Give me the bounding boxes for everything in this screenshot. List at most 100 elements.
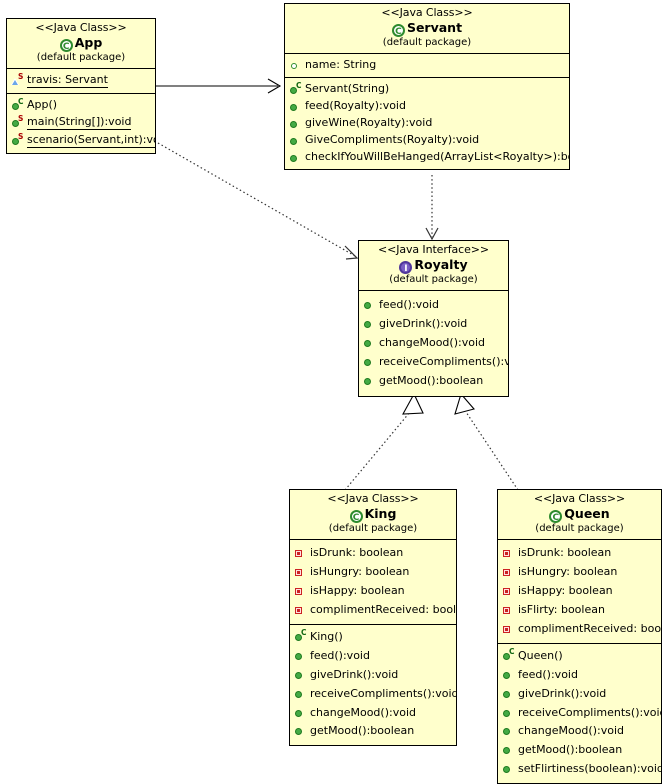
method-icon: C [11, 96, 24, 112]
method-label: changeMood():void [379, 335, 485, 349]
field-row[interactable]: isDrunk: boolean [498, 544, 661, 563]
method-row[interactable]: feed():void [359, 296, 508, 315]
field-private-icon [502, 604, 514, 616]
method-row[interactable]: checkIfYouWillBeHanged(ArrayList<Royalty… [285, 149, 569, 166]
field-private-icon [502, 623, 514, 635]
interface-name-text: Royalty [414, 256, 468, 272]
method-label: feed():void [379, 297, 439, 311]
field-row[interactable]: isDrunk: boolean [290, 544, 456, 563]
class-icon: C [59, 38, 73, 52]
method-row[interactable]: giveWine(Royalty):void [285, 115, 569, 132]
field-row[interactable]: complimentReceived: boolean [498, 620, 661, 639]
methods-section-royalty: feed():void giveDrink():void changeMood(… [359, 289, 508, 396]
field-row[interactable]: isHappy: boolean [498, 582, 661, 601]
fields-section-servant: name: String [285, 52, 569, 77]
static-superscript: S [18, 71, 24, 81]
edge-app-to-servant[interactable] [156, 78, 282, 94]
static-superscript: S [18, 113, 24, 123]
method-row[interactable]: giveDrink():void [498, 685, 661, 704]
constructor-superscript: C [18, 96, 24, 106]
methods-section-servant: C Servant(String) feed(Royalty):void giv… [285, 76, 569, 169]
method-row[interactable]: changeMood():void [498, 722, 661, 741]
field-label: isDrunk: boolean [518, 545, 612, 559]
fields-section-queen: isDrunk: boolean isHungry: boolean isHap… [498, 538, 661, 643]
method-icon [502, 688, 514, 700]
method-icon [363, 337, 375, 349]
method-row[interactable]: receiveCompliments():void [498, 704, 661, 723]
field-label: complimentReceived: boolean [518, 621, 662, 635]
method-row[interactable]: giveDrink():void [359, 315, 508, 334]
method-row[interactable]: receiveCompliments():void [290, 685, 456, 704]
field-row[interactable]: name: String [285, 57, 569, 74]
field-row[interactable]: isHappy: boolean [290, 582, 456, 601]
method-icon [363, 318, 375, 330]
method-row[interactable]: feed():void [498, 666, 661, 685]
stereotype-label: <<Java Class>> [533, 492, 626, 505]
method-row[interactable]: changeMood():void [290, 704, 456, 723]
method-row[interactable]: C Servant(String) [285, 81, 569, 98]
method-label: feed():void [518, 667, 578, 681]
method-label: main(String[]):void [27, 114, 132, 130]
method-row[interactable]: receiveCompliments():void [359, 353, 508, 372]
method-label: changeMood():void [310, 705, 416, 719]
method-icon [289, 101, 301, 113]
method-row[interactable]: feed():void [290, 647, 456, 666]
field-row[interactable]: S travis: Servant [7, 72, 155, 90]
method-icon [502, 707, 514, 719]
method-row[interactable]: feed(Royalty):void [285, 98, 569, 115]
edge-king-implements-royalty[interactable] [344, 392, 424, 491]
method-row[interactable]: setFlirtiness(boolean):void [498, 760, 661, 779]
constructor-superscript: C [296, 80, 302, 90]
method-label: giveDrink():void [518, 686, 607, 700]
stereotype-label: <<Java Interface>> [377, 243, 490, 256]
package-label: (default package) [535, 522, 624, 534]
field-label: isDrunk: boolean [310, 545, 404, 559]
method-row[interactable]: C App() [7, 97, 155, 114]
edge-servant-to-royalty[interactable] [425, 175, 439, 241]
field-private-icon [502, 585, 514, 597]
method-icon [363, 356, 375, 368]
class-name-text: Servant [406, 19, 463, 35]
field-row[interactable]: complimentReceived: boolean [290, 601, 456, 620]
method-icon: C [289, 80, 302, 96]
package-label: (default package) [36, 51, 126, 63]
method-label: receiveCompliments():void [379, 354, 508, 368]
field-row[interactable]: isFlirty: boolean [498, 601, 661, 620]
method-label: Queen() [518, 648, 563, 662]
fields-section-app: S travis: Servant [7, 67, 155, 93]
field-label: name: String [305, 57, 377, 71]
method-row[interactable]: GiveCompliments(Royalty):void [285, 132, 569, 149]
method-row[interactable]: S scenario(Servant,int):void [7, 132, 155, 150]
field-private-icon [502, 547, 514, 559]
field-label: isFlirty: boolean [518, 602, 605, 616]
method-icon [502, 669, 514, 681]
method-icon [289, 118, 301, 130]
field-row[interactable]: isHungry: boolean [290, 563, 456, 582]
method-row[interactable]: S main(String[]):void [7, 114, 155, 132]
field-row[interactable]: isHungry: boolean [498, 563, 661, 582]
method-icon [294, 707, 306, 719]
field-private-icon [294, 604, 306, 616]
method-row[interactable]: C King() [290, 628, 456, 647]
method-row[interactable]: getMood():boolean [290, 722, 456, 741]
edge-queen-implements-royalty[interactable] [454, 392, 519, 491]
method-row[interactable]: getMood():boolean [359, 372, 508, 391]
method-label: feed(Royalty):void [305, 98, 406, 112]
stereotype-label: <<Java Class>> [381, 6, 473, 19]
package-label: (default package) [328, 522, 418, 534]
method-row[interactable]: C Queen() [498, 647, 661, 666]
method-row[interactable]: changeMood():void [359, 334, 508, 353]
methods-section-king: C King() feed():void giveDrink():void re… [290, 623, 456, 746]
method-row[interactable]: getMood():boolean [498, 741, 661, 760]
method-row[interactable]: giveDrink():void [290, 666, 456, 685]
